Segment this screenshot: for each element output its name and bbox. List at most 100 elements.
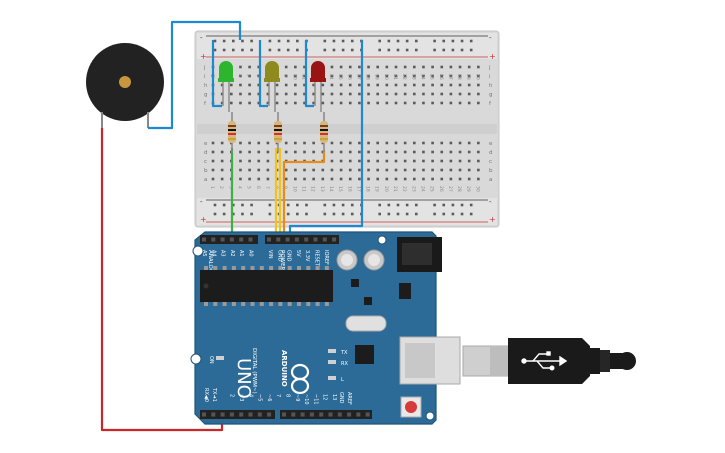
breadboard-hole[interactable] [266, 177, 270, 181]
breadboard-hole[interactable] [230, 101, 233, 105]
breadboard-hole[interactable] [449, 65, 453, 69]
breadboard-hole[interactable] [477, 177, 480, 181]
breadboard-hole[interactable] [458, 83, 462, 87]
breadboard-hole[interactable] [467, 92, 471, 96]
breadboard-rail-hole[interactable] [460, 39, 464, 43]
breadboard-hole[interactable] [348, 74, 352, 78]
header-pin[interactable] [211, 237, 216, 242]
breadboard-hole[interactable] [403, 141, 407, 145]
breadboard-hole[interactable] [376, 150, 379, 154]
breadboard-hole[interactable] [458, 141, 462, 145]
breadboard-hole[interactable] [220, 159, 224, 163]
breadboard-hole[interactable] [330, 74, 334, 78]
header-pin[interactable] [276, 237, 281, 242]
breadboard-hole[interactable] [303, 101, 306, 105]
breadboard-hole[interactable] [348, 101, 352, 105]
breadboard-rail-hole[interactable] [415, 39, 418, 43]
breadboard-rail-hole[interactable] [460, 203, 464, 207]
breadboard-hole[interactable] [413, 74, 416, 78]
breadboard-hole[interactable] [294, 177, 297, 181]
breadboard-hole[interactable] [449, 92, 453, 96]
breadboard-hole[interactable] [248, 159, 251, 163]
breadboard-hole[interactable] [284, 168, 288, 172]
breadboard-hole[interactable] [312, 168, 315, 172]
header-pin[interactable] [294, 237, 299, 242]
breadboard-hole[interactable] [266, 168, 270, 172]
header-pin[interactable] [220, 237, 225, 242]
breadboard-rail-hole[interactable] [415, 212, 418, 216]
breadboard-rail-hole[interactable] [460, 212, 464, 216]
breadboard-hole[interactable] [339, 83, 343, 87]
breadboard-hole[interactable] [312, 92, 315, 96]
breadboard-hole[interactable] [348, 92, 352, 96]
breadboard-hole[interactable] [413, 177, 416, 181]
breadboard-hole[interactable] [330, 168, 334, 172]
breadboard-hole[interactable] [413, 101, 416, 105]
breadboard-hole[interactable] [275, 101, 279, 105]
breadboard-hole[interactable] [367, 168, 370, 172]
breadboard-hole[interactable] [257, 65, 261, 69]
header-pin[interactable] [356, 412, 361, 417]
breadboard-rail-hole[interactable] [323, 203, 327, 207]
breadboard-rail-hole[interactable] [222, 212, 226, 216]
breadboard-hole[interactable] [220, 83, 224, 87]
breadboard-rail-hole[interactable] [415, 203, 418, 207]
breadboard-hole[interactable] [284, 101, 288, 105]
breadboard-hole[interactable] [358, 177, 361, 181]
breadboard-hole[interactable] [330, 83, 334, 87]
breadboard-rail-hole[interactable] [332, 48, 336, 52]
breadboard-rail-hole[interactable] [350, 39, 354, 43]
breadboard-hole[interactable] [257, 74, 261, 78]
breadboard-hole[interactable] [248, 177, 251, 181]
breadboard-hole[interactable] [449, 150, 453, 154]
breadboard-rail-hole[interactable] [332, 39, 336, 43]
breadboard-hole[interactable] [339, 101, 343, 105]
header-pin[interactable] [347, 412, 352, 417]
green-led-ground-wire[interactable] [211, 40, 222, 108]
breadboard-rail-hole[interactable] [241, 203, 244, 207]
breadboard-hole[interactable] [385, 74, 389, 78]
breadboard-rail-hole[interactable] [378, 212, 381, 216]
breadboard-rail-hole[interactable] [433, 48, 436, 52]
breadboard-rail-hole[interactable] [222, 48, 226, 52]
breadboard[interactable]: - + - + - + - + jjiihhggffeeddccbbaa1122… [194, 30, 500, 228]
breadboard-hole[interactable] [385, 83, 389, 87]
breadboard-rail-hole[interactable] [442, 48, 446, 52]
breadboard-hole[interactable] [440, 177, 444, 181]
breadboard-rail-hole[interactable] [296, 203, 299, 207]
breadboard-hole[interactable] [467, 150, 471, 154]
breadboard-hole[interactable] [376, 65, 379, 69]
breadboard-rail-hole[interactable] [232, 203, 235, 207]
breadboard-hole[interactable] [458, 74, 462, 78]
breadboard-hole[interactable] [220, 150, 224, 154]
breadboard-hole[interactable] [458, 65, 462, 69]
analog-header[interactable] [200, 235, 258, 244]
breadboard-hole[interactable] [294, 83, 297, 87]
breadboard-hole[interactable] [394, 159, 398, 163]
breadboard-hole[interactable] [339, 65, 343, 69]
breadboard-hole[interactable] [321, 101, 325, 105]
breadboard-hole[interactable] [394, 177, 398, 181]
breadboard-hole[interactable] [376, 101, 379, 105]
breadboard-hole[interactable] [367, 159, 370, 163]
header-pin[interactable] [211, 412, 216, 417]
breadboard-rail-hole[interactable] [396, 212, 400, 216]
breadboard-hole[interactable] [248, 141, 251, 145]
breadboard-hole[interactable] [440, 65, 444, 69]
breadboard-hole[interactable] [257, 177, 261, 181]
breadboard-hole[interactable] [422, 150, 425, 154]
breadboard-hole[interactable] [239, 177, 242, 181]
breadboard-rail-hole[interactable] [341, 212, 345, 216]
breadboard-hole[interactable] [330, 150, 334, 154]
breadboard-hole[interactable] [413, 83, 416, 87]
breadboard-hole[interactable] [367, 141, 370, 145]
breadboard-hole[interactable] [385, 101, 389, 105]
breadboard-hole[interactable] [257, 141, 261, 145]
breadboard-rail-hole[interactable] [387, 203, 391, 207]
breadboard-hole[interactable] [303, 83, 306, 87]
buzzer-to-breadboard-wire[interactable] [148, 20, 242, 130]
yellow-led[interactable] [264, 61, 280, 112]
breadboard-hole[interactable] [294, 168, 297, 172]
breadboard-hole[interactable] [339, 159, 343, 163]
